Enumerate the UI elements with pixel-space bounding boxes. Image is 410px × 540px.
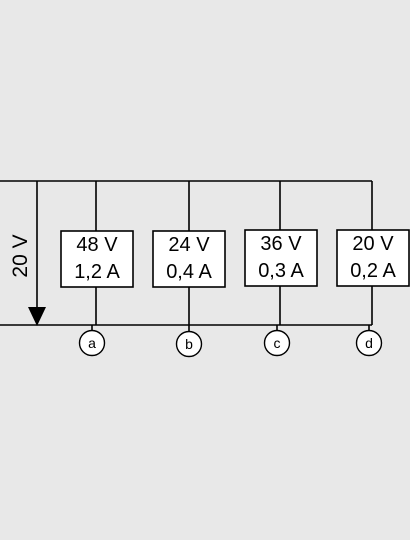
node-marker-a [78, 329, 106, 357]
component-b: 24 V 0,4 A b [152, 181, 226, 358]
node-marker-c [263, 329, 291, 357]
source-voltage-arrow [28, 181, 46, 326]
component-current: 0,4 A [166, 261, 212, 283]
component-voltage: 48 V [76, 234, 118, 256]
component-voltage: 36 V [260, 233, 302, 255]
node-marker-b [175, 330, 203, 358]
component-a: 48 V 1,2 A a [60, 181, 134, 357]
component-current: 0,2 A [350, 260, 396, 282]
component-current: 0,3 A [258, 260, 304, 282]
component-box [60, 230, 134, 288]
node-label: b [185, 336, 193, 352]
node-label: a [88, 335, 96, 351]
component-voltage: 24 V [168, 234, 210, 256]
node-marker-d [355, 329, 383, 357]
node-label: c [274, 335, 281, 351]
component-current: 1,2 A [74, 261, 120, 283]
component-box [336, 229, 410, 287]
component-voltage: 20 V [352, 233, 394, 255]
component-box [244, 229, 318, 287]
node-label: d [365, 335, 373, 351]
component-d: 20 V 0,2 A d [336, 181, 410, 357]
source-voltage-label: 20 V [9, 234, 32, 277]
component-box [152, 230, 226, 288]
component-c: 36 V 0,3 A c [244, 181, 318, 357]
